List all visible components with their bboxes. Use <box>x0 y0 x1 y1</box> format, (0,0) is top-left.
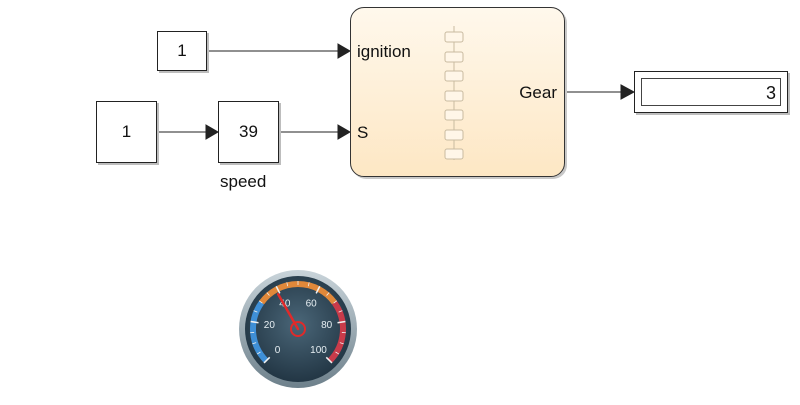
gauge-tick-label: 20 <box>264 320 276 331</box>
gauge-tick <box>326 292 330 296</box>
gauge-tick-label: 0 <box>275 345 281 356</box>
gauge-tick <box>307 282 310 287</box>
speed-constant-value: 1 <box>121 122 132 141</box>
speed-block-label: speed <box>220 172 267 191</box>
ignition-constant-block[interactable]: 1 <box>157 31 207 71</box>
gauge-tick <box>337 320 346 324</box>
gauge-tick <box>325 356 333 364</box>
gauge-tick <box>253 310 258 313</box>
gauge-tick <box>315 285 321 294</box>
speed-gauge[interactable]: 020406080100 <box>239 270 357 388</box>
gauge-tick-label: 100 <box>310 345 327 356</box>
speed-constant-block[interactable]: 1 <box>96 101 157 163</box>
arrow-s <box>337 124 351 140</box>
gauge-tick-label: 80 <box>321 320 333 331</box>
arrow-gain-input <box>205 124 219 140</box>
gauge-tick <box>256 351 261 355</box>
port-label-s: S <box>357 123 369 142</box>
gauge-tick <box>335 351 340 355</box>
port-label-ignition: ignition <box>357 42 411 61</box>
gauge-tick <box>339 342 344 345</box>
gauge-tick <box>286 282 289 287</box>
gauge-tick <box>333 300 338 304</box>
speed-gain-value: 39 <box>239 122 258 141</box>
speed-gain-block[interactable]: 39 <box>218 101 279 163</box>
gauge-tick-label: 60 <box>306 299 318 310</box>
port-label-gear: Gear <box>519 83 557 102</box>
gear-display-value: 3 <box>641 78 781 106</box>
gauge-tick <box>258 300 263 304</box>
gauge-tick <box>338 310 343 313</box>
arrow-display <box>620 84 636 100</box>
gauge-tick-marks <box>250 281 346 364</box>
gauge-hub <box>290 321 306 337</box>
gauge-tick <box>252 342 257 345</box>
gauge-tick <box>263 356 271 364</box>
gear-display-block[interactable]: 3 <box>634 71 788 113</box>
chart-icon <box>444 26 464 160</box>
gauge-tick <box>266 292 270 296</box>
gauge-tick <box>250 320 259 324</box>
ignition-constant-value: 1 <box>177 41 187 60</box>
arrow-ignition <box>337 43 351 59</box>
gauge-tick <box>275 285 281 294</box>
signal-lines <box>157 43 636 140</box>
stateflow-chart-block[interactable]: ignition S Gear <box>350 7 565 177</box>
